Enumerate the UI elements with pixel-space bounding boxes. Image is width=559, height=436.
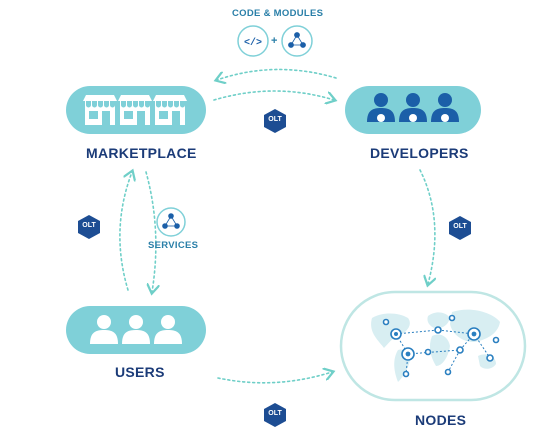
- marketplace-label: MARKETPLACE: [86, 145, 197, 161]
- olt-badge-bottom: [264, 403, 286, 427]
- olt-badge-top: [264, 109, 286, 133]
- services-label: SERVICES: [148, 240, 199, 251]
- olt-badge-bottom-text-wrap: OLT: [263, 403, 287, 427]
- storefront-icon: [153, 95, 187, 125]
- olt-badge-left-text: OLT: [82, 222, 96, 229]
- marketplace-pill: [66, 86, 206, 134]
- code-modules-label: CODE & MODULES: [232, 8, 324, 19]
- storefront-icon: [118, 95, 152, 125]
- storefront-icon: [83, 95, 117, 125]
- module-network-icon: [281, 25, 313, 57]
- olt-badge-top-text: OLT: [268, 116, 282, 123]
- olt-badge-top-text-wrap: OLT: [263, 109, 287, 133]
- service-network-icon: [156, 207, 186, 237]
- nodes-pill: [339, 290, 527, 402]
- users-label: USERS: [115, 364, 165, 380]
- arrow-users-to-marketplace: [119, 172, 132, 291]
- code-brackets-icon: [237, 25, 269, 57]
- olt-badge-right-text-wrap: OLT: [448, 216, 472, 240]
- plus-sign: +: [271, 35, 278, 47]
- arrow-developers-to-marketplace: [217, 68, 337, 80]
- olt-badge-right: [449, 216, 471, 240]
- olt-badge-bottom-text: OLT: [268, 410, 282, 417]
- olt-badge-left-text-wrap: OLT: [77, 215, 101, 239]
- developers-label: DEVELOPERS: [370, 145, 469, 161]
- arrow-developers-to-nodes: [419, 169, 435, 284]
- arrow-marketplace-to-users: [145, 171, 156, 292]
- arrow-users-to-nodes: [217, 372, 332, 384]
- code-modules-group: </>: [237, 25, 313, 57]
- developers-pill: [345, 86, 481, 134]
- olt-badge-right-text: OLT: [453, 223, 467, 230]
- nodes-label: NODES: [415, 412, 467, 428]
- users-pill: [66, 306, 206, 354]
- olt-badge-left: [78, 215, 100, 239]
- world-map-network-icon: [371, 309, 500, 382]
- arrow-marketplace-to-developers: [213, 90, 334, 100]
- svg-text:</>: </>: [244, 37, 262, 49]
